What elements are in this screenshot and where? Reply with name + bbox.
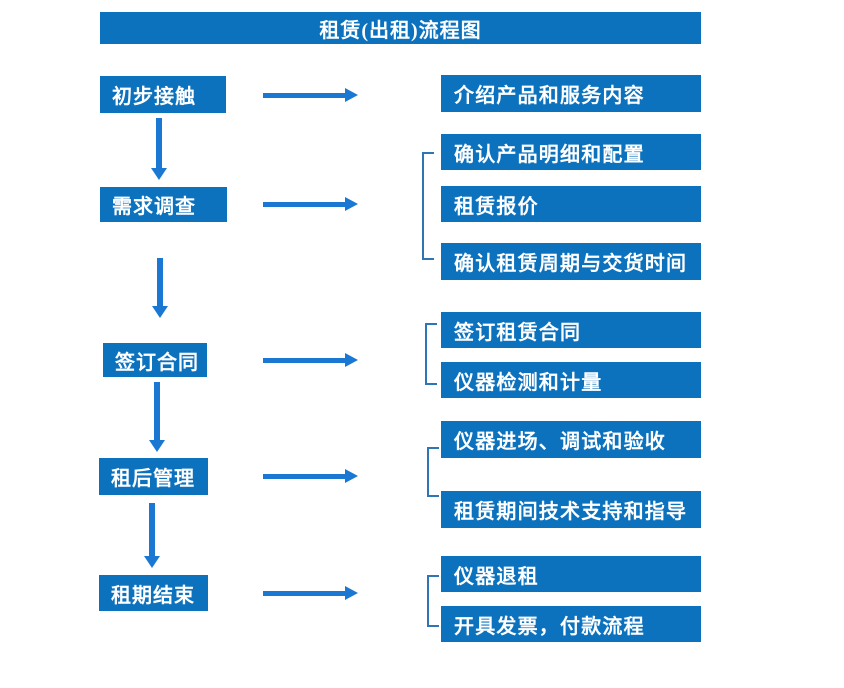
arrow-shaft [157,258,163,308]
right-arrow-2 [263,197,358,211]
down-arrow-4 [144,503,160,568]
detail-box-confirm-rental-period: 确认租赁周期与交货时间 [441,243,701,280]
down-arrow-2 [152,258,168,318]
detail-box-confirm-product-details: 确认产品明细和配置 [441,134,701,170]
group-bracket-sign-contract [425,323,437,385]
arrow-head [144,556,160,568]
step-box-demand-survey: 需求调查 [100,187,227,222]
arrow-shaft [149,503,155,558]
detail-box-introduce-products: 介绍产品和服务内容 [441,75,701,112]
right-arrow-1 [263,88,358,102]
arrow-head [149,440,165,452]
arrow-shaft [263,358,345,363]
step-box-sign-contract: 签订合同 [103,343,207,377]
arrow-shaft [263,93,345,98]
step-box-rental-end: 租期结束 [99,575,208,611]
arrow-shaft [154,382,160,442]
step-box-post-rental-management: 租后管理 [99,458,208,495]
group-bracket-post-rental [427,447,439,497]
arrow-head [152,306,168,318]
arrow-head [345,586,358,600]
right-arrow-4 [263,469,358,483]
down-arrow-1 [151,118,167,180]
arrow-shaft [263,591,345,596]
detail-box-technical-support: 租赁期间技术支持和指导 [441,491,701,528]
detail-box-instrument-return: 仪器退租 [441,556,701,592]
down-arrow-3 [149,382,165,452]
arrow-head [345,88,358,102]
detail-box-instrument-setup-acceptance: 仪器进场、调试和验收 [441,421,701,458]
step-box-initial-contact: 初步接触 [100,76,226,113]
arrow-head [345,469,358,483]
detail-box-instrument-testing: 仪器检测和计量 [441,362,701,398]
arrow-shaft [263,474,345,479]
arrow-shaft [263,202,345,207]
detail-box-invoice-payment: 开具发票，付款流程 [441,606,701,642]
right-arrow-5 [263,586,358,600]
group-bracket-rental-end [427,575,439,627]
arrow-head [345,197,358,211]
detail-box-rental-quote: 租赁报价 [441,186,701,222]
title-bar: 租赁(出租)流程图 [100,12,701,44]
arrow-shaft [156,118,162,170]
right-arrow-3 [263,353,358,367]
arrow-head [151,168,167,180]
arrow-head [345,353,358,367]
detail-box-sign-rental-contract: 签订租赁合同 [441,312,701,348]
group-bracket-demand-survey [422,152,434,260]
